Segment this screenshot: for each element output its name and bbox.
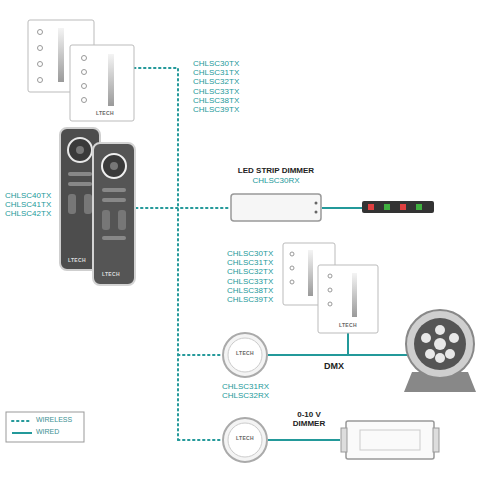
dmx-spotlight: [404, 310, 476, 392]
wall-panel: [28, 20, 134, 121]
logo-text: LTECH: [102, 272, 120, 278]
node-text: 0-10 V DIMMER: [286, 410, 332, 428]
model-number: CHLSC39TX: [193, 105, 239, 114]
model-number: CHLSC32TX: [193, 77, 239, 86]
legend-text: WIRED: [36, 428, 59, 436]
model-number: CHLSC31TX: [193, 68, 239, 77]
model-number: CHLSC38TX: [227, 286, 273, 295]
model-number: CHLSC33TX: [193, 87, 239, 96]
node-text: CHLSC30RX: [230, 176, 322, 185]
node-text: LTECH: [222, 351, 268, 357]
node-text: CHLSC31RX CHLSC32RX: [222, 382, 272, 400]
model-number: CHLSC41TX: [5, 200, 51, 209]
node-text: LED STRIP DIMMER: [230, 166, 322, 175]
device-box: 0-10 V DIMMER: [340, 418, 440, 462]
model-number: CHLSC42TX: [5, 209, 51, 218]
device-box: LED STRIP DIMMERCHLSC30RX: [230, 193, 322, 222]
model-number: CHLSC39TX: [227, 295, 273, 304]
remote-control: [60, 128, 135, 285]
wired-line: [268, 208, 408, 355]
model-number: CHLSC33TX: [227, 277, 273, 286]
wired-connector: [268, 439, 340, 441]
signal-label: DMX: [322, 361, 346, 371]
legend-text: WIRELESS: [36, 416, 72, 424]
logo-text: LTECH: [339, 323, 357, 329]
model-number: CHLSC32TX: [227, 267, 273, 276]
logo-text: LTECH: [96, 111, 114, 117]
model-number: CHLSC30TX: [227, 249, 273, 258]
model-number: CHLSC30TX: [193, 59, 239, 68]
receiver-circle: LTECHCHLSC31RX CHLSC32RX: [222, 332, 268, 378]
model-number: CHLSC31TX: [227, 258, 273, 267]
node-outline: [230, 193, 322, 222]
logo-text: LTECH: [68, 258, 86, 264]
wireless-line: [134, 68, 230, 440]
model-number: CHLSC38TX: [193, 96, 239, 105]
model-number: CHLSC40TX: [5, 191, 51, 200]
node-text: LTECH: [222, 436, 268, 442]
node-outline: [340, 418, 440, 462]
legend-frame: [6, 412, 84, 442]
led-strip: [362, 201, 434, 213]
wall-panel: [283, 243, 378, 333]
receiver-circle: LTECH: [222, 417, 268, 463]
